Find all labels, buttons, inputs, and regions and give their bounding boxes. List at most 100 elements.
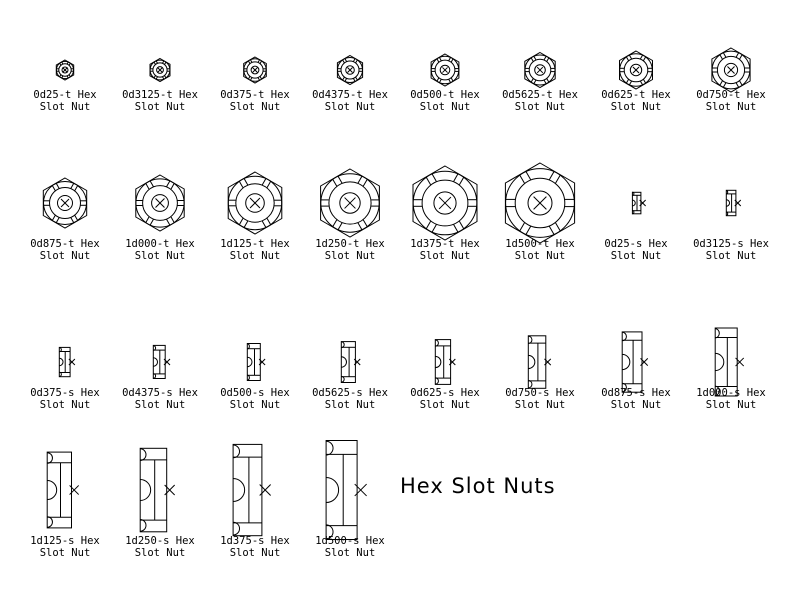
nut-body	[527, 335, 547, 389]
slot-notch	[632, 191, 635, 196]
slot-notch	[47, 480, 58, 500]
slot-edge	[61, 75, 64, 79]
slot-notch	[435, 339, 439, 347]
chamfer-circle	[135, 178, 185, 228]
sheet-title: Hex Slot Nuts	[400, 474, 556, 498]
nut-body	[152, 344, 166, 379]
crown-circle	[49, 187, 81, 219]
slot-edge	[642, 56, 647, 61]
axis-mark	[448, 358, 456, 366]
nut-symbol-22	[621, 331, 649, 393]
nut-body	[631, 191, 642, 215]
axis-mark	[258, 358, 266, 366]
slot-edge	[625, 79, 630, 84]
slot-edge	[431, 173, 437, 182]
part-type: Slot Nut	[610, 250, 662, 262]
slot-notch	[341, 375, 345, 383]
hex-outline	[243, 56, 267, 84]
slot-edge	[59, 62, 62, 66]
slot-edge	[436, 77, 440, 82]
nut-symbol-10	[227, 171, 283, 235]
nut-symbol-7	[711, 47, 751, 93]
slot-edge	[249, 59, 253, 63]
crown-circle	[514, 177, 566, 229]
part-name: 0d875-s Hex	[601, 387, 671, 399]
slot-notch	[247, 356, 253, 368]
slot-notch	[233, 521, 241, 536]
slot-notch	[435, 377, 439, 385]
crown-circle	[246, 61, 264, 79]
slot-notch	[59, 371, 62, 377]
slot-edge	[155, 76, 158, 80]
slot-edge	[735, 82, 740, 88]
slot-edge	[170, 216, 175, 223]
chamfer-circle	[412, 170, 478, 236]
center-mark	[632, 66, 640, 74]
axis-mark	[544, 358, 552, 366]
slot-notch	[528, 380, 533, 389]
nut-body	[46, 451, 72, 529]
part-name: 0d4375-s Hex	[122, 387, 198, 399]
slot-notch	[247, 374, 250, 381]
bore-circle	[250, 65, 260, 75]
nut-symbol-1	[149, 57, 171, 83]
nut-symbol-5	[524, 51, 556, 89]
bore-circle	[156, 66, 164, 74]
slot-notch	[140, 448, 147, 461]
slot-edge	[362, 219, 368, 228]
center-mark	[442, 67, 448, 73]
hex-outline	[135, 174, 185, 232]
slot-edge	[533, 55, 537, 61]
slot-notch	[233, 444, 241, 459]
slot-edge	[247, 76, 251, 80]
nut-body	[58, 346, 71, 378]
nut-body	[325, 440, 358, 540]
nut-symbol-14	[631, 191, 647, 215]
slot-edge	[162, 60, 165, 64]
slot-edge	[355, 76, 358, 81]
slot-edge	[342, 76, 345, 81]
center-mark	[155, 198, 165, 208]
slot-edge	[344, 78, 348, 82]
slot-edge	[357, 175, 363, 184]
center-mark	[347, 67, 353, 73]
chamfer-circle	[711, 50, 751, 90]
center-mark	[533, 196, 547, 210]
slot-edge	[719, 80, 723, 86]
slot-edge	[61, 61, 64, 65]
part-name: 0d25-s Hex	[604, 238, 668, 250]
slot-edge	[149, 180, 154, 187]
chamfer-circle	[337, 57, 363, 83]
slot-notch	[528, 354, 536, 370]
slot-edge	[352, 58, 356, 62]
slot-edge	[739, 54, 743, 60]
slot-edge	[362, 178, 368, 187]
slot-edge	[164, 61, 167, 65]
slot-edge	[519, 174, 525, 184]
crown-circle	[58, 63, 72, 77]
slot-edge	[243, 178, 249, 186]
nut-body	[621, 331, 643, 393]
slot-notch	[715, 328, 720, 339]
center-mark	[62, 67, 68, 73]
part-name: 1d125-t Hex	[220, 238, 290, 250]
bore-circle	[339, 192, 361, 214]
nut-symbol-15	[725, 189, 742, 217]
slot-notch	[341, 356, 347, 368]
slot-edge	[59, 74, 62, 78]
part-name: 0d375-s Hex	[30, 387, 100, 399]
part-name: 0d375-t Hex	[220, 89, 290, 101]
part-name: 0d750-t Hex	[696, 89, 766, 101]
slot-edge	[266, 181, 272, 188]
part-type: Slot Nut	[229, 250, 281, 262]
